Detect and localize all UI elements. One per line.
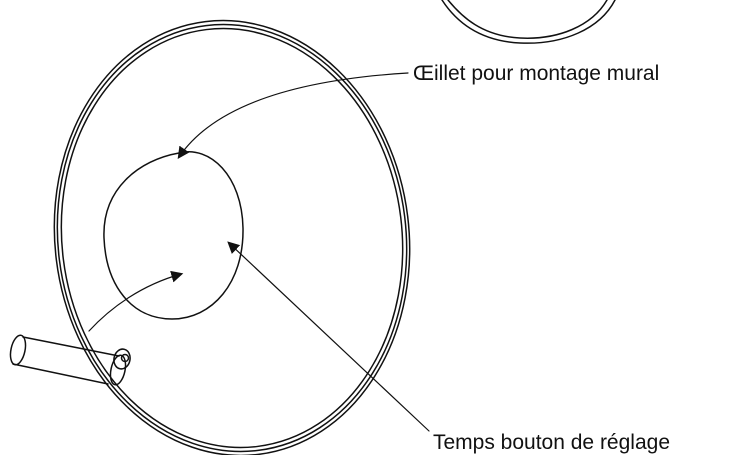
adjustment-knob-label: Temps bouton de réglage [433, 431, 670, 454]
adjustment-knob [9, 334, 131, 386]
pointer-arrows [88, 72, 430, 432]
wall-mount-eyelet-label: Œillet pour montage mural [413, 62, 659, 85]
knob-rotation-arrow [88, 270, 184, 332]
clock-back-outer-ring [53, 19, 411, 455]
central-compartment [103, 151, 244, 320]
eyelet-pointer-arrow [177, 72, 409, 159]
knob-pointer-arrow [227, 241, 430, 432]
top-clock-fragment [441, 0, 616, 44]
